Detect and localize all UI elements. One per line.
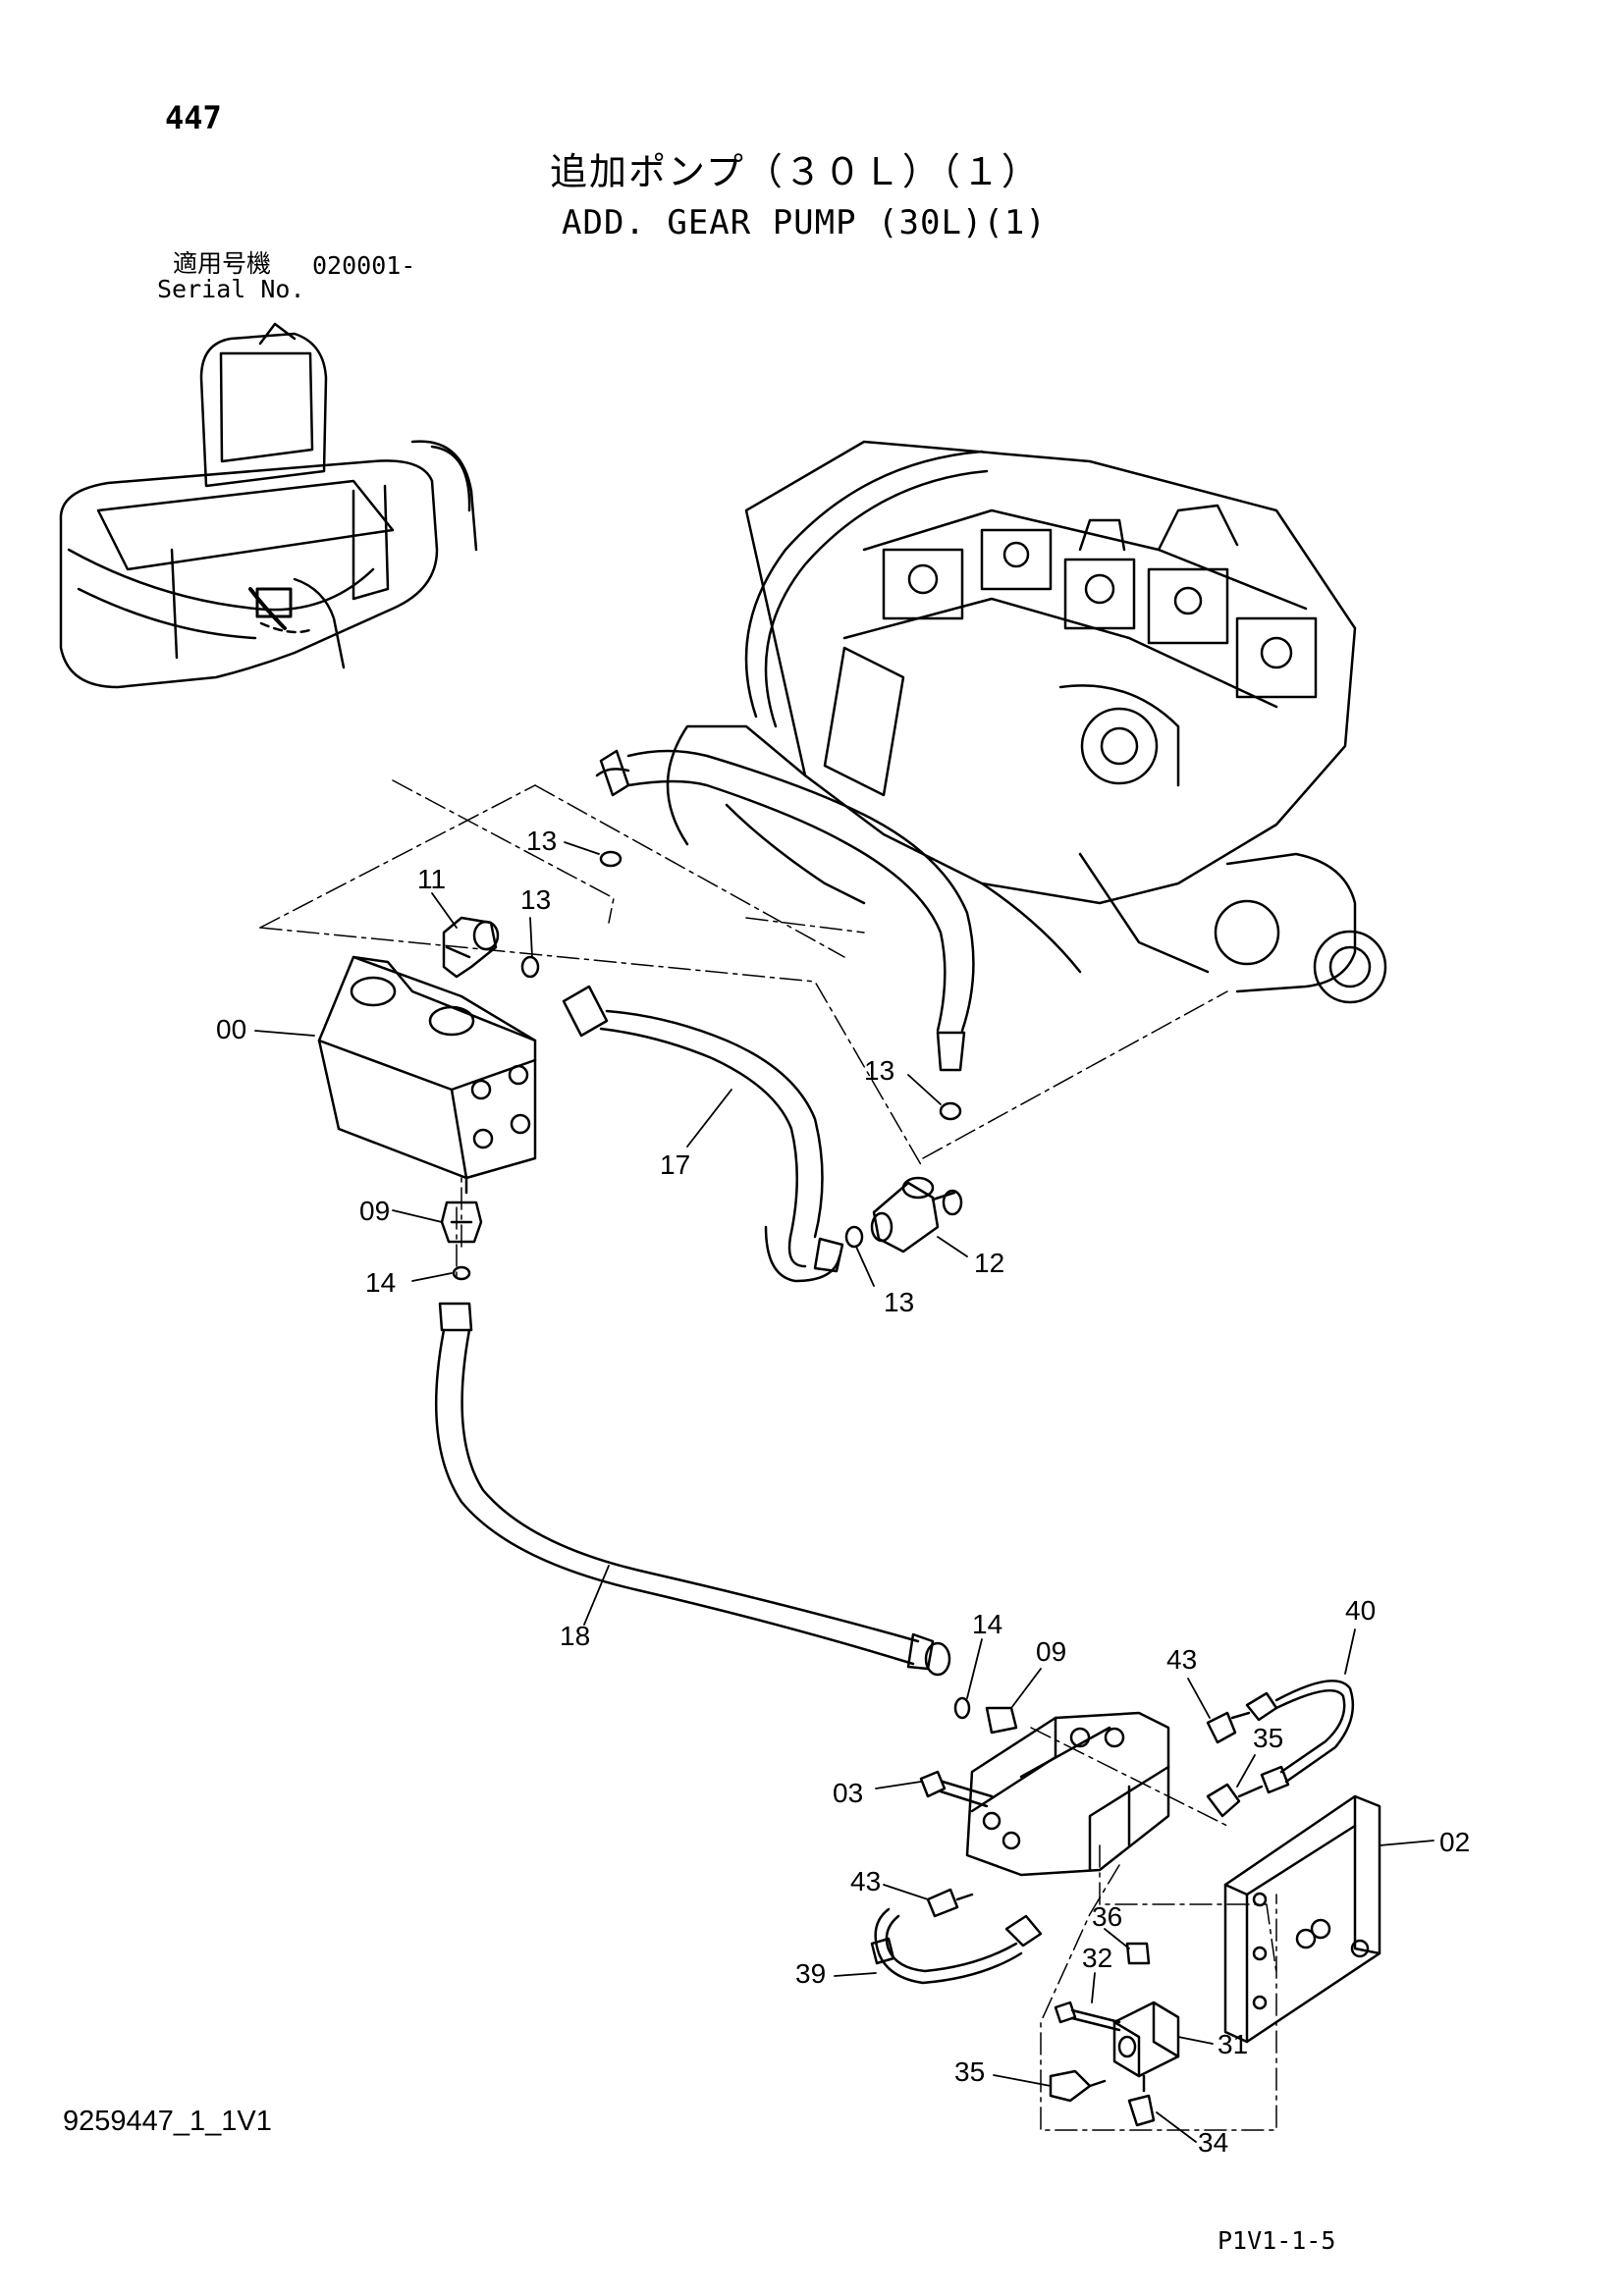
callout-35: 35 xyxy=(1253,1723,1283,1753)
bracket-02 xyxy=(1223,1794,1381,2044)
callout-43: 43 xyxy=(850,1866,881,1896)
serial-label-japanese: 適用号機 xyxy=(173,249,272,278)
sheet-reference: P1V1-1-5 xyxy=(1218,2226,1336,2255)
callout-11: 11 xyxy=(417,864,446,894)
callout-09: 09 xyxy=(359,1196,390,1226)
small-fittings xyxy=(926,1706,1264,1918)
assembly-center-lines xyxy=(259,779,1277,2131)
callout-02: 02 xyxy=(1439,1827,1470,1857)
callout-34: 34 xyxy=(1198,2127,1228,2158)
o-rings xyxy=(452,850,971,1720)
serial-number-value: 020001- xyxy=(312,251,416,280)
lower-block-parts xyxy=(1049,1942,1180,2127)
callout-13: 13 xyxy=(520,884,551,915)
upper-hose-assembly xyxy=(595,749,975,1072)
main-hydraulic-pump-assembly xyxy=(666,440,1387,1004)
callout-31: 31 xyxy=(1218,2029,1248,2059)
callout-36: 36 xyxy=(1092,1901,1122,1932)
callout-17: 17 xyxy=(660,1149,690,1180)
hose-40 xyxy=(1245,1680,1355,1794)
page-number: 447 xyxy=(165,99,222,136)
control-valve-block xyxy=(965,1711,1170,1877)
callout-09: 09 xyxy=(1036,1636,1066,1667)
page-title-english: ADD. GEAR PUMP (30L)(1) xyxy=(562,203,1047,242)
callout-14: 14 xyxy=(972,1609,1002,1639)
callout-03: 03 xyxy=(833,1778,863,1808)
callout-39: 39 xyxy=(795,1958,826,1989)
machine-overview-illustration xyxy=(59,322,478,689)
callout-13: 13 xyxy=(526,826,557,856)
drawing-code: 9259447_1_1V1 xyxy=(63,2106,272,2137)
callout-13: 13 xyxy=(864,1055,894,1086)
tee-fitting-12 xyxy=(870,1176,963,1254)
callout-14: 14 xyxy=(365,1267,396,1298)
callout-35: 35 xyxy=(954,2056,985,2087)
callout-13: 13 xyxy=(884,1287,914,1317)
callout-labels: 13 11 13 00 13 17 09 12 14 13 18 40 14 0… xyxy=(216,826,1470,2158)
hose-39 xyxy=(870,1907,1043,1985)
callout-00: 00 xyxy=(216,1014,246,1044)
hose-18 xyxy=(434,1302,951,1677)
elbow-fitting-11 xyxy=(442,916,500,979)
callout-32: 32 xyxy=(1082,1943,1112,1973)
page-title-japanese: 追加ポンプ（３０Ｌ）（１） xyxy=(550,150,1041,193)
serial-label-english: Serial No. xyxy=(157,275,305,303)
callout-leader-lines xyxy=(254,841,1435,2143)
hose-17 xyxy=(562,985,844,1283)
callout-43: 43 xyxy=(1166,1644,1197,1675)
callout-18: 18 xyxy=(560,1621,590,1651)
callout-12: 12 xyxy=(974,1248,1004,1278)
bolt-03 xyxy=(919,1770,994,1808)
gear-pump-body xyxy=(317,955,537,1195)
callout-40: 40 xyxy=(1345,1595,1376,1626)
